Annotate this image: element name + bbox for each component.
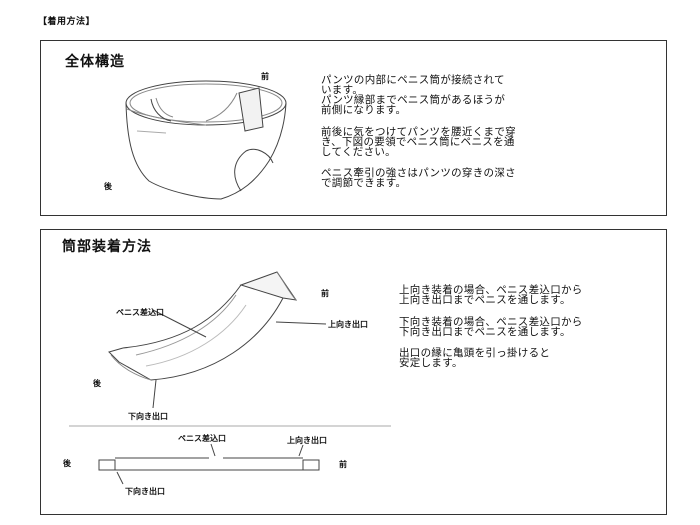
insert-opening-label: ペニス差込口	[116, 308, 164, 317]
back-label: 後	[104, 182, 112, 191]
diagram-upward-exit-label: 上向き出口	[287, 436, 327, 445]
paragraph-upward: 上向き装着の場合、ペニス差込口から 上向き出口までペニスを通します。	[399, 284, 583, 306]
downward-exit-label: 下向き出口	[128, 412, 168, 421]
section-title: 全体構造	[65, 54, 125, 70]
diagram-insert-label: ペニス差込口	[178, 434, 226, 443]
diagram-front-label: 前	[339, 460, 347, 469]
paragraph-wearing: 前後に気をつけてパンツを腰近くまで穿 き、下図の要領でペニス筒にペニスを通 して…	[321, 126, 516, 158]
tube-illustration	[69, 271, 391, 485]
diagram-downward-exit-label: 下向き出口	[125, 487, 165, 496]
usage-heading: 【着用方法】	[38, 17, 96, 27]
front-label: 前	[261, 72, 269, 81]
tube-attachment-panel: 筒部装着方法	[40, 229, 667, 515]
paragraph-downward: 下向き装着の場合、ペニス差込口から 下向き出口までペニスを通します。	[399, 316, 583, 338]
upward-exit-label: 上向き出口	[328, 320, 368, 329]
overall-structure-panel: 全体構造 前 後 パンツの内部にペニス筒が接続されて います。 パンツ縁部までペ…	[40, 40, 667, 216]
pants-illustration	[125, 80, 287, 200]
paragraph-stability: 出口の縁に亀頭を引っ掛けると 安定します。	[399, 347, 551, 369]
front-label: 前	[321, 289, 329, 298]
back-label: 後	[93, 379, 101, 388]
section-title: 筒部装着方法	[62, 239, 152, 255]
diagram-back-label: 後	[63, 459, 71, 468]
paragraph-adjust: ペニス牽引の強さはパンツの穿きの深さ で調節できます。	[321, 167, 516, 189]
paragraph-connection: パンツの内部にペニス筒が接続されて います。 パンツ縁部までペニス筒があるほうが…	[321, 74, 506, 116]
